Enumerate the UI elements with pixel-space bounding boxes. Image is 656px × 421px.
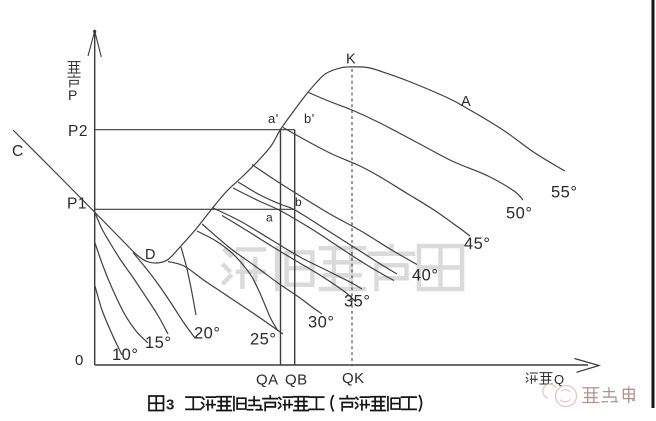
svg-text:D: D bbox=[145, 247, 156, 263]
svg-text:P2: P2 bbox=[68, 123, 88, 140]
svg-text:55°: 55° bbox=[551, 184, 577, 202]
svg-text:a': a' bbox=[268, 111, 279, 126]
svg-text:0: 0 bbox=[75, 352, 84, 369]
svg-text:15°: 15° bbox=[145, 334, 171, 352]
svg-text:30°: 30° bbox=[308, 314, 334, 332]
svg-text:QB: QB bbox=[285, 372, 308, 389]
svg-text:35°: 35° bbox=[344, 293, 370, 311]
svg-text:25°: 25° bbox=[250, 331, 276, 349]
svg-text:K: K bbox=[346, 52, 356, 68]
svg-text:Q: Q bbox=[554, 372, 564, 387]
svg-text:b: b bbox=[295, 195, 302, 209]
svg-text:A: A bbox=[461, 94, 471, 110]
svg-text:C: C bbox=[12, 143, 24, 160]
svg-text:10°: 10° bbox=[112, 346, 138, 364]
svg-text:20°: 20° bbox=[194, 325, 220, 343]
svg-text:3: 3 bbox=[166, 397, 175, 414]
svg-text:QA: QA bbox=[256, 372, 279, 389]
svg-text:P1: P1 bbox=[67, 196, 87, 213]
svg-text:a: a bbox=[266, 211, 273, 225]
svg-text:P: P bbox=[68, 87, 78, 103]
svg-text:50°: 50° bbox=[506, 205, 532, 223]
svg-text:QK: QK bbox=[342, 370, 365, 387]
svg-text:b': b' bbox=[304, 111, 315, 126]
svg-text:45°: 45° bbox=[464, 235, 490, 253]
svg-text:40°: 40° bbox=[412, 267, 438, 285]
